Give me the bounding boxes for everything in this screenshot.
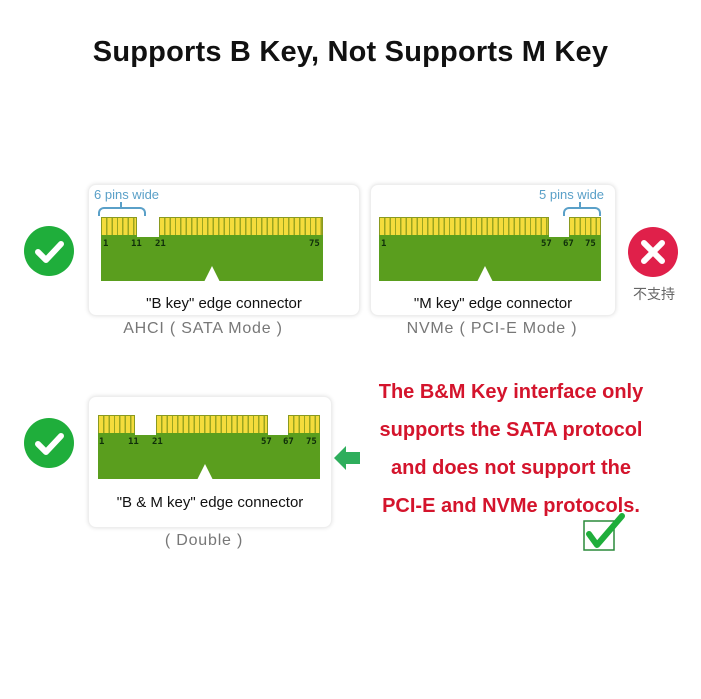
bm-key-pins-group-2 xyxy=(156,415,268,435)
b-key-pcb-edge-2 xyxy=(159,235,323,239)
note-line-2: supports the SATA protocol xyxy=(379,419,643,441)
bm-key-pin-21: 21 xyxy=(152,437,163,447)
m-key-brace-tip xyxy=(579,202,581,208)
bm-key-connector-label: "B & M key" edge connector xyxy=(116,494,304,511)
b-key-pin-1: 1 xyxy=(103,239,109,249)
protocol-note: The B&M Key interface only supports the … xyxy=(356,373,666,525)
note-line-4: PCI-E and NVMe protocols. xyxy=(382,495,640,517)
m-key-pin-75: 75 xyxy=(585,239,596,249)
b-key-pcb-edge-1 xyxy=(101,235,137,239)
m-key-notch xyxy=(477,266,493,282)
bm-key-mode-label: ( Double ) xyxy=(164,532,244,549)
bm-key-notch xyxy=(197,464,213,480)
m-key-connector-label: "M key" edge connector xyxy=(413,295,573,312)
note-line-1: The B&M Key interface only xyxy=(378,381,644,403)
b-key-pin-11: 11 xyxy=(131,239,142,249)
bm-key-pin-1: 1 xyxy=(99,437,105,447)
m-key-pcb-edge-2 xyxy=(569,235,601,239)
m-key-not-supported-icon xyxy=(628,227,678,277)
m-key-brace xyxy=(563,207,601,216)
b-key-notch xyxy=(204,266,220,282)
b-key-supported-icon xyxy=(24,226,74,276)
b-key-mode-label: AHCI ( SATA Mode ) xyxy=(123,320,283,337)
b-key-pin-75: 75 xyxy=(309,239,320,249)
m-key-pins-group-1 xyxy=(379,217,549,237)
bm-key-pins-group-1 xyxy=(98,415,135,435)
bm-key-pcb-edge-2 xyxy=(156,433,268,437)
b-key-brace xyxy=(98,207,146,216)
b-key-pins-wide-label: 6 pins wide xyxy=(94,187,160,202)
bm-key-pin-75: 75 xyxy=(306,437,317,447)
m-key-mode-label: NVMe ( PCI-E Mode ) xyxy=(406,320,578,337)
bm-key-pin-11: 11 xyxy=(128,437,139,447)
m-key-card: 5 pins wide 1 57 67 75 "M key" edge conn… xyxy=(370,184,616,316)
bm-key-pcb-edge-3 xyxy=(288,433,320,437)
m-key-pin-67: 67 xyxy=(563,239,574,249)
bm-key-pin-57: 57 xyxy=(261,437,272,447)
b-key-pins-group-1 xyxy=(101,217,137,237)
bm-key-pins-group-3 xyxy=(288,415,320,435)
bm-key-supported-icon xyxy=(24,418,74,468)
checkbox-check-icon xyxy=(582,512,626,557)
m-key-pins-wide-label: 5 pins wide xyxy=(539,187,605,202)
arrow-left-icon xyxy=(334,445,362,476)
b-key-brace-tip xyxy=(120,202,122,208)
bm-key-pcb-edge-1 xyxy=(98,433,135,437)
m-key-pin-1: 1 xyxy=(381,239,387,249)
note-line-3: and does not support the xyxy=(391,457,631,479)
m-key-pcb-edge-1 xyxy=(379,235,549,239)
b-key-card: 6 pins wide 1 11 21 75 "B key" edge conn… xyxy=(88,184,360,316)
bm-key-pin-67: 67 xyxy=(283,437,294,447)
bm-key-card: 1 11 21 57 67 75 "B & M key" edge connec… xyxy=(88,396,332,528)
b-key-pins-group-2 xyxy=(159,217,323,237)
m-key-pin-57: 57 xyxy=(541,239,552,249)
m-key-pins-group-2 xyxy=(569,217,601,237)
b-key-pin-21: 21 xyxy=(155,239,166,249)
page-title: Supports B Key, Not Supports M Key xyxy=(92,36,609,68)
not-supported-text: 不支持 xyxy=(633,286,675,302)
b-key-connector-label: "B key" edge connector xyxy=(146,295,302,312)
